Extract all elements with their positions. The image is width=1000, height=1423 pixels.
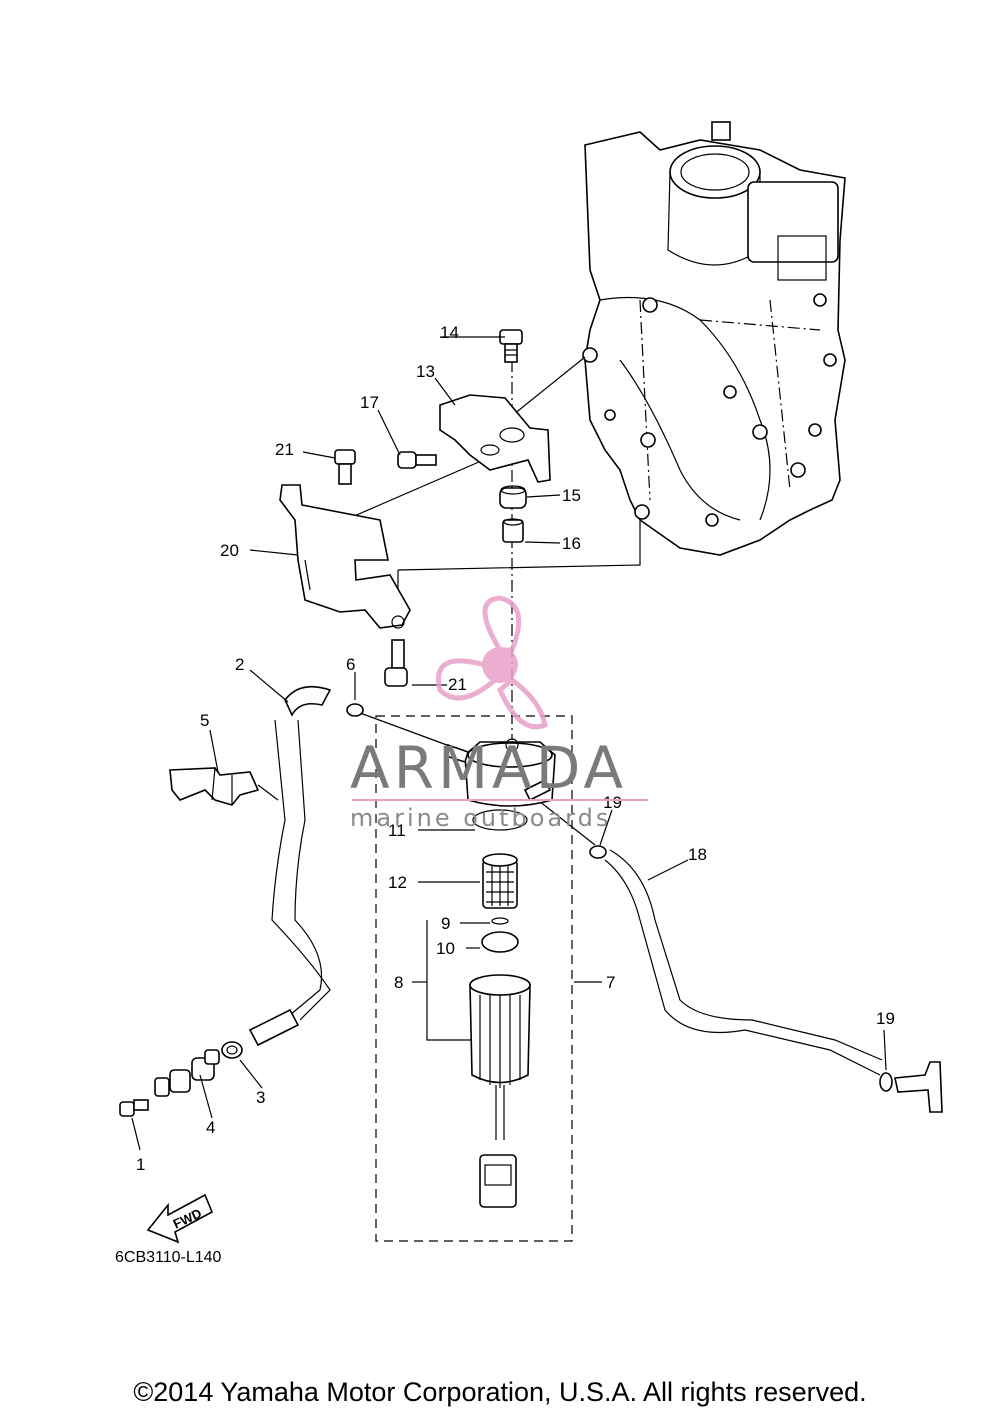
bolt-part-14 [499,329,523,363]
callout-13: 13 [416,362,435,381]
clip-part-6 [346,703,364,717]
bracket-part-13 [439,394,551,483]
propeller-logo [436,595,548,730]
bolt-part-17 [397,451,437,469]
fitting-parts-1-3-4 [119,1041,243,1117]
callout-14: 14 [440,323,459,342]
bolt-part-21-lower [384,639,408,687]
copyright-notice: ©2014 Yamaha Motor Corporation, U.S.A. A… [133,1377,867,1407]
callout-12: 12 [388,873,407,892]
callout-8: 8 [394,973,403,992]
collar-part-16 [502,518,524,543]
callout-15: 15 [562,486,581,505]
watermark-brand: ARMADA [350,734,627,802]
fuel-hose-part-18 [589,845,943,1113]
callout-1: 1 [136,1155,145,1174]
callout-leaders [131,336,887,1151]
callout-5: 5 [200,711,209,730]
callout-11: 11 [388,821,406,840]
callout-2: 2 [235,655,244,674]
o-ring-part-11 [472,809,528,831]
callout-9: 9 [441,914,450,933]
diagram-reference-code: 6CB3110-L140 [115,1249,222,1266]
callout-21-upper: 21 [275,440,294,459]
callout-4: 4 [206,1118,215,1137]
cover-part-20 [279,484,411,629]
engine-block-illustration [582,121,846,556]
callout-7: 7 [606,973,615,992]
callout-18: 18 [688,845,707,864]
bolt-part-21-upper [334,449,356,485]
callout-3: 3 [256,1088,265,1107]
callout-19-lower: 19 [876,1009,895,1028]
fwd-label: FWD [171,1206,204,1232]
grommet-part-15 [499,485,527,509]
watermark-tagline: marine outboards [350,804,611,832]
holder-part-5 [169,767,260,806]
callout-16: 16 [562,534,581,553]
fwd-direction-arrow: FWD [146,1193,214,1244]
armada-watermark: ARMADA marine outboards [350,595,648,832]
callout-6: 6 [346,655,355,674]
float-part-10 [481,931,519,953]
ring-part-9 [491,917,509,925]
callout-21-lower: 21 [448,675,467,694]
callout-19-upper: 19 [603,793,622,812]
callout-20: 20 [220,541,239,560]
callout-labels: 1 2 3 4 5 6 7 8 9 10 11 12 13 14 15 16 1… [115,323,895,1266]
fuel-filter-assembly-part-7 [375,715,573,1242]
callout-10: 10 [436,939,455,958]
fuel-hose-part-2 [248,685,332,1047]
callout-17: 17 [360,393,379,412]
